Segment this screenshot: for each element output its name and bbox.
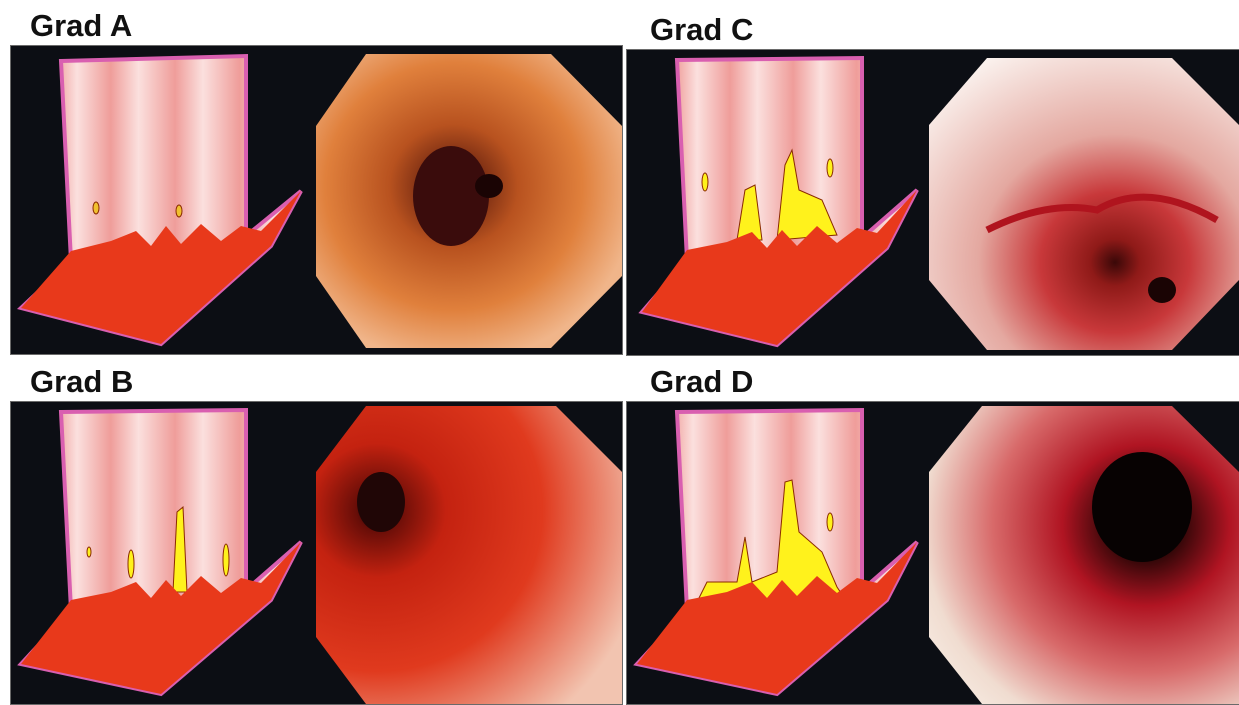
grade-a-label: Grad A — [30, 10, 132, 41]
grade-c-panel — [626, 49, 1239, 356]
endoscopy-photo-icon — [316, 406, 622, 704]
grade-a-panel — [10, 45, 623, 355]
endoscopy-photo-icon — [316, 54, 622, 348]
esophagus-diagram-icon — [21, 410, 301, 694]
grade-d-panel — [626, 401, 1239, 705]
grade-c-label: Grad C — [650, 14, 753, 45]
esophagus-diagram-icon — [642, 58, 917, 345]
grade-b-figure — [11, 402, 622, 704]
grade-b-panel — [10, 401, 623, 705]
endoscopy-photo-icon — [929, 406, 1239, 704]
esophagus-diagram-icon — [21, 56, 301, 344]
esophagus-diagram-icon — [637, 410, 917, 694]
grade-b-label: Grad B — [30, 366, 133, 397]
grade-c-figure — [627, 50, 1239, 355]
grade-d-figure — [627, 402, 1239, 704]
grade-d-label: Grad D — [650, 366, 753, 397]
endoscopy-photo-icon — [929, 58, 1239, 350]
grade-a-figure — [11, 46, 622, 354]
